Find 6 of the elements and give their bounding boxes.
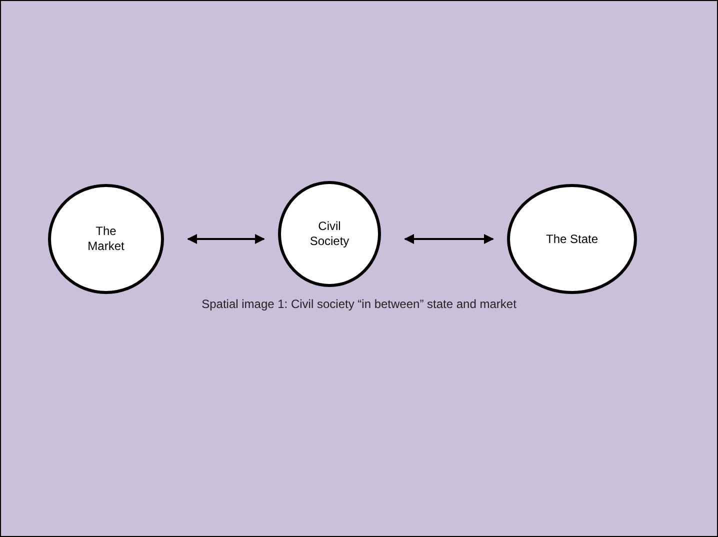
double-arrow	[404, 234, 494, 244]
double-arrow	[187, 234, 265, 244]
node-label: Civil Society	[308, 219, 350, 249]
node-label: The State	[546, 232, 598, 246]
caption: Spatial image 1: Civil society “in between” state and market	[200, 297, 518, 311]
node-label: The Market	[86, 224, 126, 254]
